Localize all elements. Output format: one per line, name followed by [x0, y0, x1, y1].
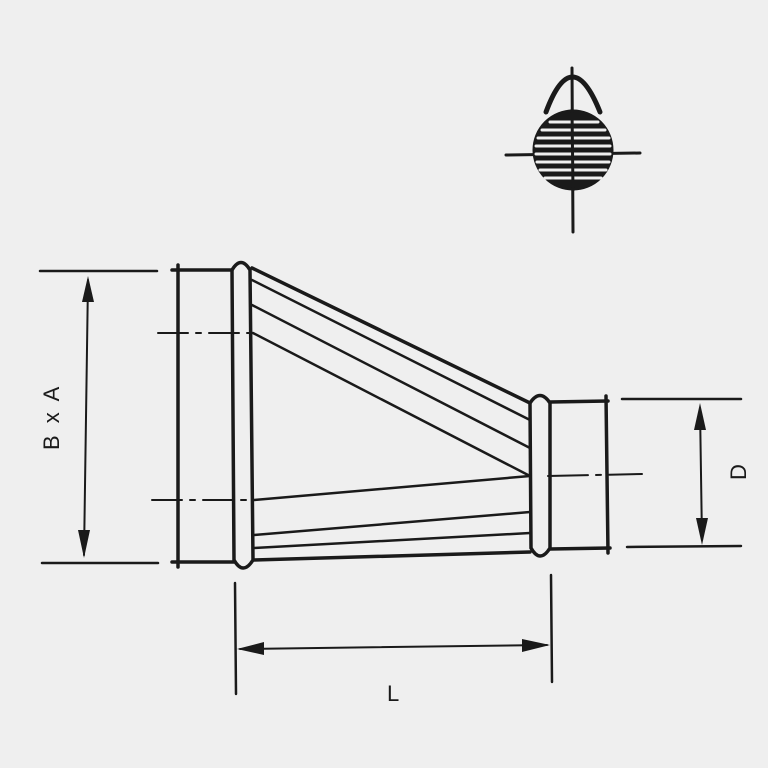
- label-d: D: [726, 464, 751, 480]
- section-symbol-icon: [504, 66, 642, 234]
- dimension-bxa: [38, 269, 160, 565]
- outlet-spigot: [548, 394, 612, 555]
- label-l: L: [387, 681, 400, 706]
- label-bxa: B x A: [39, 383, 64, 450]
- inlet-spigot: [170, 263, 236, 569]
- inlet-collar: [230, 260, 255, 570]
- transition-body: [250, 266, 532, 562]
- dimension-l: [233, 573, 554, 696]
- outlet-collar: [528, 393, 552, 558]
- centerlines: [151, 332, 643, 501]
- dimension-d: [620, 397, 743, 549]
